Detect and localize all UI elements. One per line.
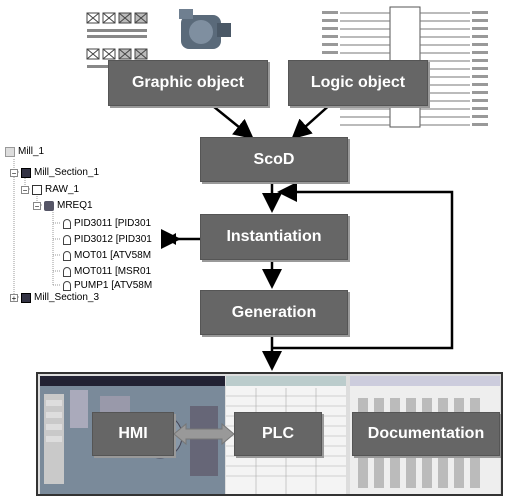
tree-label-root: Mill_1: [18, 146, 45, 157]
device-icon: [63, 266, 71, 277]
documentation-box[interactable]: Documentation: [352, 412, 500, 456]
raw-unit-icon: [32, 184, 42, 195]
collapse-icon[interactable]: −: [33, 201, 41, 211]
tree-leaf-label: PID3012 [PID301: [74, 234, 152, 245]
tree-leaf[interactable]: MOT01 [ATV58M: [63, 249, 151, 262]
tree-item-section1[interactable]: − Mill_Section_1: [10, 166, 99, 179]
arrow-logic-to-scod: [291, 101, 334, 140]
pump-icon: [179, 9, 231, 49]
tree-leaf-label: MOT01 [ATV58M: [74, 250, 152, 261]
project-tree: Mill_1 − Mill_Section_1 − RAW_1 − MREQ1 …: [5, 145, 175, 315]
tree-item-mreq[interactable]: − MREQ1: [33, 199, 93, 212]
collapse-icon[interactable]: −: [21, 185, 29, 195]
tree-leaf[interactable]: PID3011 [PID301: [63, 217, 151, 230]
device-icon: [63, 218, 71, 229]
equipment-icon: [44, 200, 54, 211]
graphic-object-box[interactable]: Graphic object: [108, 60, 268, 106]
device-icon: [63, 250, 71, 261]
tree-item-root[interactable]: Mill_1: [5, 145, 44, 158]
expand-icon[interactable]: +: [10, 293, 18, 303]
tree-label-raw: RAW_1: [45, 184, 80, 195]
tree-leaf-label: PID3011 [PID301: [74, 218, 152, 229]
hmi-plc-double-arrow: [174, 422, 234, 446]
tree-leaf[interactable]: PUMP1 [ATV58M: [63, 279, 152, 292]
section-icon: [21, 167, 31, 178]
plc-box[interactable]: PLC: [234, 412, 322, 456]
arrow-feedback-loop: [272, 182, 454, 350]
logic-object-box[interactable]: Logic object: [288, 60, 428, 106]
instantiation-box[interactable]: Instantiation: [200, 214, 348, 260]
tree-label-section1: Mill_Section_1: [34, 167, 100, 178]
tree-leaf-label: MOT011 [MSR01: [74, 266, 152, 277]
tree-label-section3: Mill_Section_3: [34, 292, 100, 303]
tree-label-mreq: MREQ1: [57, 200, 93, 211]
collapse-icon[interactable]: −: [10, 168, 18, 178]
tree-item-raw[interactable]: − RAW_1: [21, 183, 79, 196]
section-icon: [21, 292, 31, 303]
scod-box[interactable]: ScoD: [200, 137, 348, 182]
arrow-graphic-to-scod: [207, 101, 254, 140]
generation-box[interactable]: Generation: [200, 290, 348, 335]
logic-wiring-icon: [322, 6, 488, 128]
tree-item-section3[interactable]: + Mill_Section_3: [10, 291, 99, 304]
tree-leaf-label: PUMP1 [ATV58M: [74, 280, 153, 291]
hmi-box[interactable]: HMI: [92, 412, 174, 456]
logic-object-thumbnail: [320, 5, 490, 135]
device-icon: [63, 280, 71, 291]
folder-icon: [5, 146, 15, 157]
device-icon: [63, 234, 71, 245]
tree-leaf[interactable]: PID3012 [PID301: [63, 233, 152, 246]
tree-leaf[interactable]: MOT011 [MSR01: [63, 265, 151, 278]
output-panel: HMI PLC Documentation: [36, 372, 503, 496]
